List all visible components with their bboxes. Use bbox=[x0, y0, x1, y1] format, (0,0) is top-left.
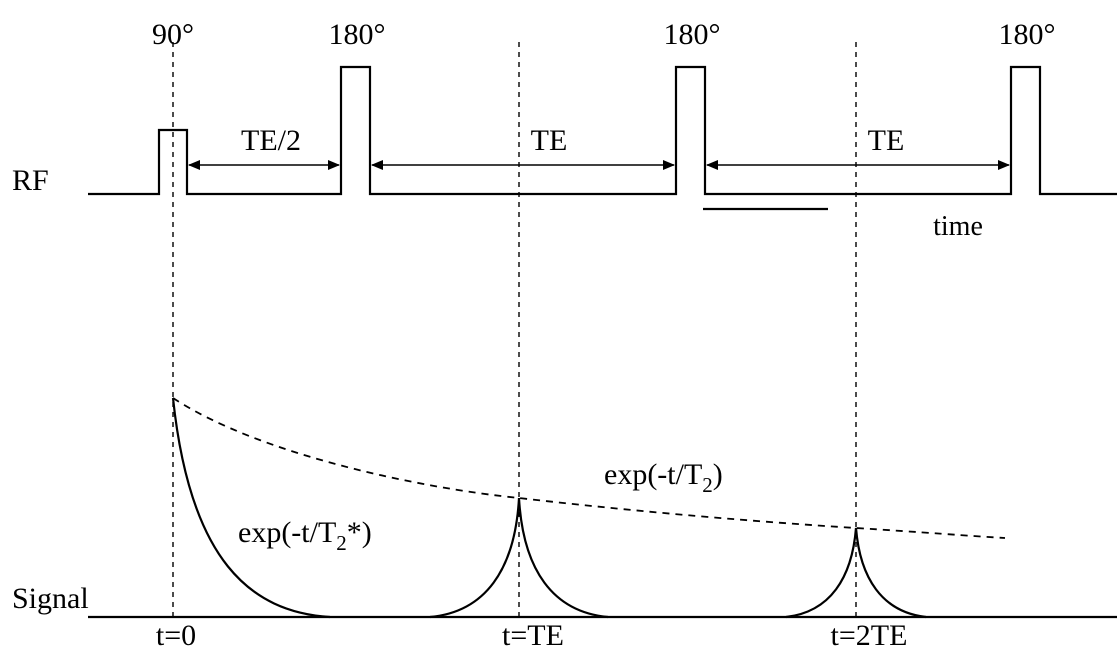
pulse-90-label: 90° bbox=[152, 18, 194, 51]
interval-label-te-2: TE bbox=[868, 124, 905, 157]
echo-1-signal bbox=[429, 497, 609, 619]
time-marker-t0: t=0 bbox=[156, 619, 196, 651]
t2-curve-label: exp(-t/T2) bbox=[604, 458, 723, 497]
signal-row-label: Signal bbox=[12, 582, 89, 615]
time-marker-2te: t=2TE bbox=[831, 619, 908, 651]
interval-label-te-1: TE bbox=[531, 124, 568, 157]
pulse-180-label-1: 180° bbox=[329, 18, 386, 51]
pulse-180-label-2: 180° bbox=[664, 18, 721, 51]
time-marker-te: t=TE bbox=[502, 619, 564, 651]
rf-waveform bbox=[88, 65, 1117, 196]
time-label: time bbox=[933, 211, 983, 242]
interval-label-te-half: TE/2 bbox=[241, 124, 301, 157]
t2-decay-envelope bbox=[172, 397, 1006, 539]
t2star-curve-label: exp(-t/T2*) bbox=[238, 516, 372, 555]
echo-2-signal bbox=[785, 527, 927, 619]
pulse-180-label-3: 180° bbox=[999, 18, 1056, 51]
rf-row-label: RF bbox=[12, 164, 49, 197]
fid-t2star-decay bbox=[171, 397, 331, 619]
